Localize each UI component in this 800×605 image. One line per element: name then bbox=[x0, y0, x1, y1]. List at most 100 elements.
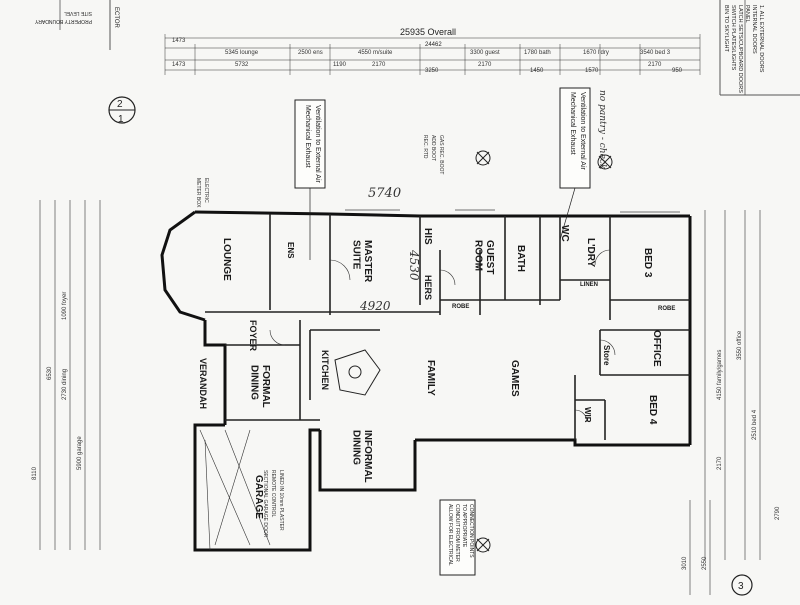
hand-top-note: no pantry - check bbox=[597, 90, 607, 169]
overall-dimension: 25935 Overall bbox=[400, 27, 456, 37]
dim-top-4: 4550 m/suite bbox=[358, 50, 393, 56]
room-robe1: ROBE bbox=[452, 304, 469, 310]
room-lounge: LOUNGE bbox=[221, 238, 232, 281]
dim-left-4: 2730 dining bbox=[62, 369, 68, 400]
dim-right-1: 2790 bbox=[775, 506, 781, 520]
note-top-left-line1: PROPERTY BOUNDARY bbox=[34, 18, 92, 24]
dim-right-3: 3550 office bbox=[737, 330, 743, 360]
dim-left-3: 1090 foyer bbox=[62, 292, 68, 320]
mech-exhaust-left-line2: Ventilation to External Air bbox=[314, 105, 321, 183]
garage-note: LINED IN 10mm PLASTERREMOTE CONTROLSECTI… bbox=[262, 470, 284, 538]
dim-bottom-2: 3010 bbox=[682, 556, 688, 570]
section-marker-right bbox=[597, 154, 613, 170]
top-right-line2: INTERNAL DOORS bbox=[751, 5, 757, 54]
allow-note-line2: CONDUIT FROM METER bbox=[454, 504, 460, 562]
room-ens: ENS bbox=[286, 242, 295, 259]
dim-top-1: 1473 bbox=[172, 38, 186, 44]
room-office: OFFICE bbox=[651, 330, 662, 367]
electrical-note-box: ALLOW FOR ELECTRICAL CONDUIT FROM METER … bbox=[439, 499, 476, 576]
room-robe2: ROBE bbox=[658, 306, 675, 312]
room-wir: WIR bbox=[583, 407, 592, 423]
mech-exhaust-right-box: Mechanical Exhaust Ventilation to Extern… bbox=[559, 87, 591, 241]
kitchen-island bbox=[334, 349, 381, 396]
dim-left-2: 6530 bbox=[47, 366, 53, 380]
dim-row2-8: 1570 bbox=[585, 68, 599, 74]
allow-note-line1: ALLOW FOR ELECTRICAL bbox=[447, 504, 453, 566]
dim-right-2: 2170 bbox=[717, 456, 723, 470]
hand-4920: 4920 bbox=[359, 299, 391, 313]
room-kitchen: KITCHEN bbox=[320, 350, 330, 390]
room-bed3: BED 3 bbox=[642, 248, 653, 278]
dim-row2-5: 3250 bbox=[425, 68, 439, 74]
dim-row2-7: 1450 bbox=[530, 68, 544, 74]
corner-label: ECTOR bbox=[113, 7, 119, 29]
garage-hatch bbox=[199, 429, 271, 551]
dim-left-1: 8110 bbox=[32, 466, 38, 480]
dim-row2-4: 2170 bbox=[372, 62, 386, 68]
section-marker-bottom bbox=[475, 537, 491, 553]
top-dimensions bbox=[164, 34, 701, 75]
page-marker-bottom-right: 3 bbox=[731, 574, 753, 596]
mech-exhaust-right-line1: Mechanical Exhaust bbox=[569, 92, 576, 155]
dim-top-8: 3540 bed 3 bbox=[640, 50, 671, 56]
mech-exhaust-left-line1: Mechanical Exhaust bbox=[304, 105, 311, 168]
room-guest: GUESTROOM bbox=[473, 240, 496, 274]
page-marker-top: 2 bbox=[117, 99, 123, 110]
left-dimensions bbox=[39, 200, 101, 550]
gas-note: GAS REC. BOOTADD BOOTREC. RTD bbox=[422, 135, 444, 174]
hand-4530: 4530 bbox=[407, 249, 421, 281]
windows-north bbox=[345, 209, 680, 213]
room-verandah: VERANDAH bbox=[198, 358, 208, 409]
room-bath: BATH bbox=[515, 245, 526, 272]
room-bed4: BED 4 bbox=[647, 395, 658, 425]
top-right-line6: BIN TO SKYLIGHT bbox=[723, 5, 729, 53]
dim-bottom-1: 2550 bbox=[702, 556, 708, 570]
room-ldry: L'DRY bbox=[585, 238, 596, 268]
top-right-line5: SWITCH PLATES/LIGHTS bbox=[730, 5, 736, 71]
room-games: GAMES bbox=[509, 360, 520, 397]
dim-row2-3: 1190 bbox=[333, 62, 347, 68]
dim-left-5: 5900 garage bbox=[77, 436, 83, 470]
bottom-dimensions bbox=[689, 500, 711, 595]
room-labels: LOUNGE ENS MASTERSUITE HIS HERS GUESTROO… bbox=[198, 225, 675, 519]
room-linen: LINEN bbox=[580, 282, 598, 288]
section-marker-left bbox=[475, 150, 491, 166]
door-swings bbox=[269, 249, 616, 423]
sub-dimension: 24462 bbox=[425, 42, 442, 48]
allow-note-line4: CONNECTION POINTS bbox=[468, 504, 474, 558]
room-store: Store bbox=[602, 345, 611, 366]
top-left-note: PROPERTY BOUNDARY SITE LEVEL bbox=[34, 10, 92, 24]
elec-meter-note: ELECTRICMETER BOX bbox=[195, 178, 209, 208]
dim-row2-2: 5732 bbox=[235, 62, 249, 68]
top-right-line4: LATCH SETS/CUPBOARD DOORS bbox=[737, 5, 743, 93]
dim-top-7: 1670 l'dry bbox=[583, 50, 609, 56]
allow-note-line3: TO APPROPRIATE bbox=[461, 504, 467, 548]
dim-top-5: 3300 guest bbox=[470, 50, 500, 56]
dim-top-6: 1780 bath bbox=[524, 50, 551, 56]
top-right-line3: PANEL bbox=[744, 5, 750, 23]
dim-row2-10: 950 bbox=[672, 68, 683, 74]
mech-exhaust-right-line2: Ventilation to External Air bbox=[579, 92, 586, 170]
top-right-line1: 1. ALL EXTERNAL DOORS bbox=[758, 5, 764, 73]
room-hers: HERS bbox=[423, 275, 433, 300]
dim-right-4: 4150 family/games bbox=[717, 350, 723, 400]
page-marker-br: 3 bbox=[738, 581, 744, 592]
dim-row2-9: 2170 bbox=[648, 62, 662, 68]
room-formal-dining: FORMALDINING bbox=[249, 365, 272, 408]
page-marker-top-left: 2 1 bbox=[108, 96, 136, 125]
room-wc: WC bbox=[559, 225, 570, 242]
note-top-left-line2: SITE LEVEL bbox=[64, 10, 92, 16]
dim-row2-1: 1473 bbox=[172, 62, 186, 68]
interior-walls bbox=[205, 214, 690, 440]
room-master: MASTERSUITE bbox=[351, 240, 374, 283]
room-family: FAMILY bbox=[425, 360, 436, 396]
dim-row2-6: 2170 bbox=[478, 62, 492, 68]
dim-right-5: 2510 bed 4 bbox=[752, 409, 758, 440]
room-garage: GARAGE bbox=[253, 475, 264, 519]
right-dimensions bbox=[704, 210, 761, 560]
mech-exhaust-left-box: Mechanical Exhaust Ventilation to Extern… bbox=[294, 99, 326, 260]
room-foyer: FOYER bbox=[248, 320, 258, 352]
room-informal-dining: INFORMALDINING bbox=[351, 430, 374, 483]
